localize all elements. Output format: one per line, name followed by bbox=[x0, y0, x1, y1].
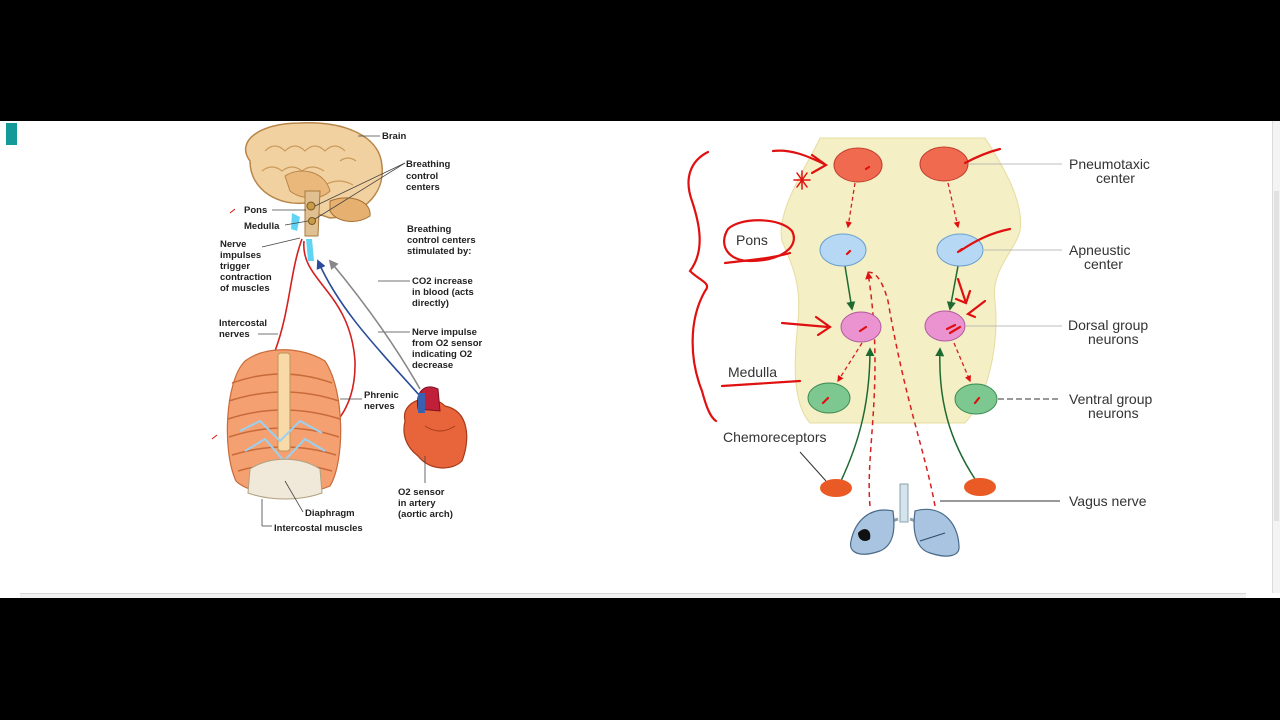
right-figure: Pneumotaxic center Apneustic center Dors… bbox=[689, 138, 1153, 556]
label-nerve-1: Nerve bbox=[220, 239, 246, 250]
label-breathing-1: Breathing bbox=[406, 159, 451, 170]
label-brain: Brain bbox=[382, 131, 406, 142]
label-intercostal-1: Intercostal bbox=[219, 318, 267, 329]
dorsal-node-right bbox=[925, 311, 965, 341]
ventral-node-right bbox=[955, 384, 997, 414]
pons-marker bbox=[307, 202, 315, 210]
label-vagus: Vagus nerve bbox=[1069, 493, 1147, 509]
label-o2imp-3: indicating O2 bbox=[412, 349, 472, 360]
bottom-letterbox bbox=[0, 598, 1280, 720]
brainstem-left bbox=[305, 191, 320, 236]
medulla-underline bbox=[722, 381, 800, 386]
label-nerve-4: contraction bbox=[220, 272, 272, 283]
label-medulla: Medulla bbox=[244, 221, 280, 232]
label-diaphragm: Diaphragm bbox=[305, 508, 355, 519]
medulla-marker bbox=[309, 218, 316, 225]
label-intercostal-2: nerves bbox=[219, 329, 250, 340]
label-phrenic-2: nerves bbox=[364, 401, 395, 412]
apneustic-node-left bbox=[820, 234, 866, 266]
label-o2sensor-2: in artery bbox=[398, 498, 436, 509]
label-chemoreceptors: Chemoreceptors bbox=[723, 429, 827, 445]
rib-cage-illustration bbox=[227, 350, 340, 499]
label-medulla-annot: Medulla bbox=[728, 364, 777, 380]
gray-co2-arrow bbox=[330, 261, 420, 389]
left-figure: Brain Breathing control centers Pons Med… bbox=[212, 123, 483, 534]
brace-annotation bbox=[689, 152, 716, 421]
label-pons: Pons bbox=[244, 205, 267, 216]
label-pons-annot: Pons bbox=[736, 232, 768, 248]
diagram-canvas: Brain Breathing control centers Pons Med… bbox=[0, 121, 1270, 591]
dorsal-node-left bbox=[841, 312, 881, 342]
label-intercostal-muscles: Intercostal muscles bbox=[274, 523, 363, 534]
label-breathing-3: centers bbox=[406, 182, 440, 193]
pneumotaxic-node-left bbox=[834, 148, 882, 182]
vertical-scroll-thumb[interactable] bbox=[1274, 191, 1279, 521]
label-nerve-5: of muscles bbox=[220, 283, 270, 294]
label-phrenic-1: Phrenic bbox=[364, 390, 399, 401]
page-area: Brain Breathing control centers Pons Med… bbox=[0, 121, 1280, 598]
label-co2-1: CO2 increase bbox=[412, 276, 473, 287]
label-nerve-2: impulses bbox=[220, 250, 261, 261]
label-stim-3: stimulated by: bbox=[407, 246, 471, 257]
label-o2sensor-1: O2 sensor bbox=[398, 487, 445, 498]
chemoreceptor-right bbox=[964, 478, 996, 496]
lungs-illustration bbox=[851, 484, 960, 556]
top-letterbox bbox=[0, 0, 1280, 121]
pneumotaxic-node-right bbox=[920, 147, 968, 181]
label-stim-1: Breathing bbox=[407, 224, 452, 235]
label-breathing-2: control bbox=[406, 171, 438, 182]
label-nerve-3: trigger bbox=[220, 261, 250, 272]
label-stim-2: control centers bbox=[407, 235, 476, 246]
label-apneustic-2: center bbox=[1084, 256, 1123, 272]
label-o2imp-1: Nerve impulse bbox=[412, 327, 477, 338]
label-o2imp-2: from O2 sensor bbox=[412, 338, 483, 349]
label-ventral-2: neurons bbox=[1088, 405, 1139, 421]
label-dorsal-2: neurons bbox=[1088, 331, 1139, 347]
label-o2sensor-3: (aortic arch) bbox=[398, 509, 453, 520]
label-pneumotaxic-2: center bbox=[1096, 170, 1135, 186]
brainstem-shape bbox=[781, 138, 1021, 423]
chemoreceptor-left bbox=[820, 479, 852, 497]
label-co2-3: directly) bbox=[412, 298, 449, 309]
label-o2imp-4: decrease bbox=[412, 360, 453, 371]
label-co2-2: in blood (acts bbox=[412, 287, 474, 298]
heart-illustration bbox=[404, 387, 467, 468]
